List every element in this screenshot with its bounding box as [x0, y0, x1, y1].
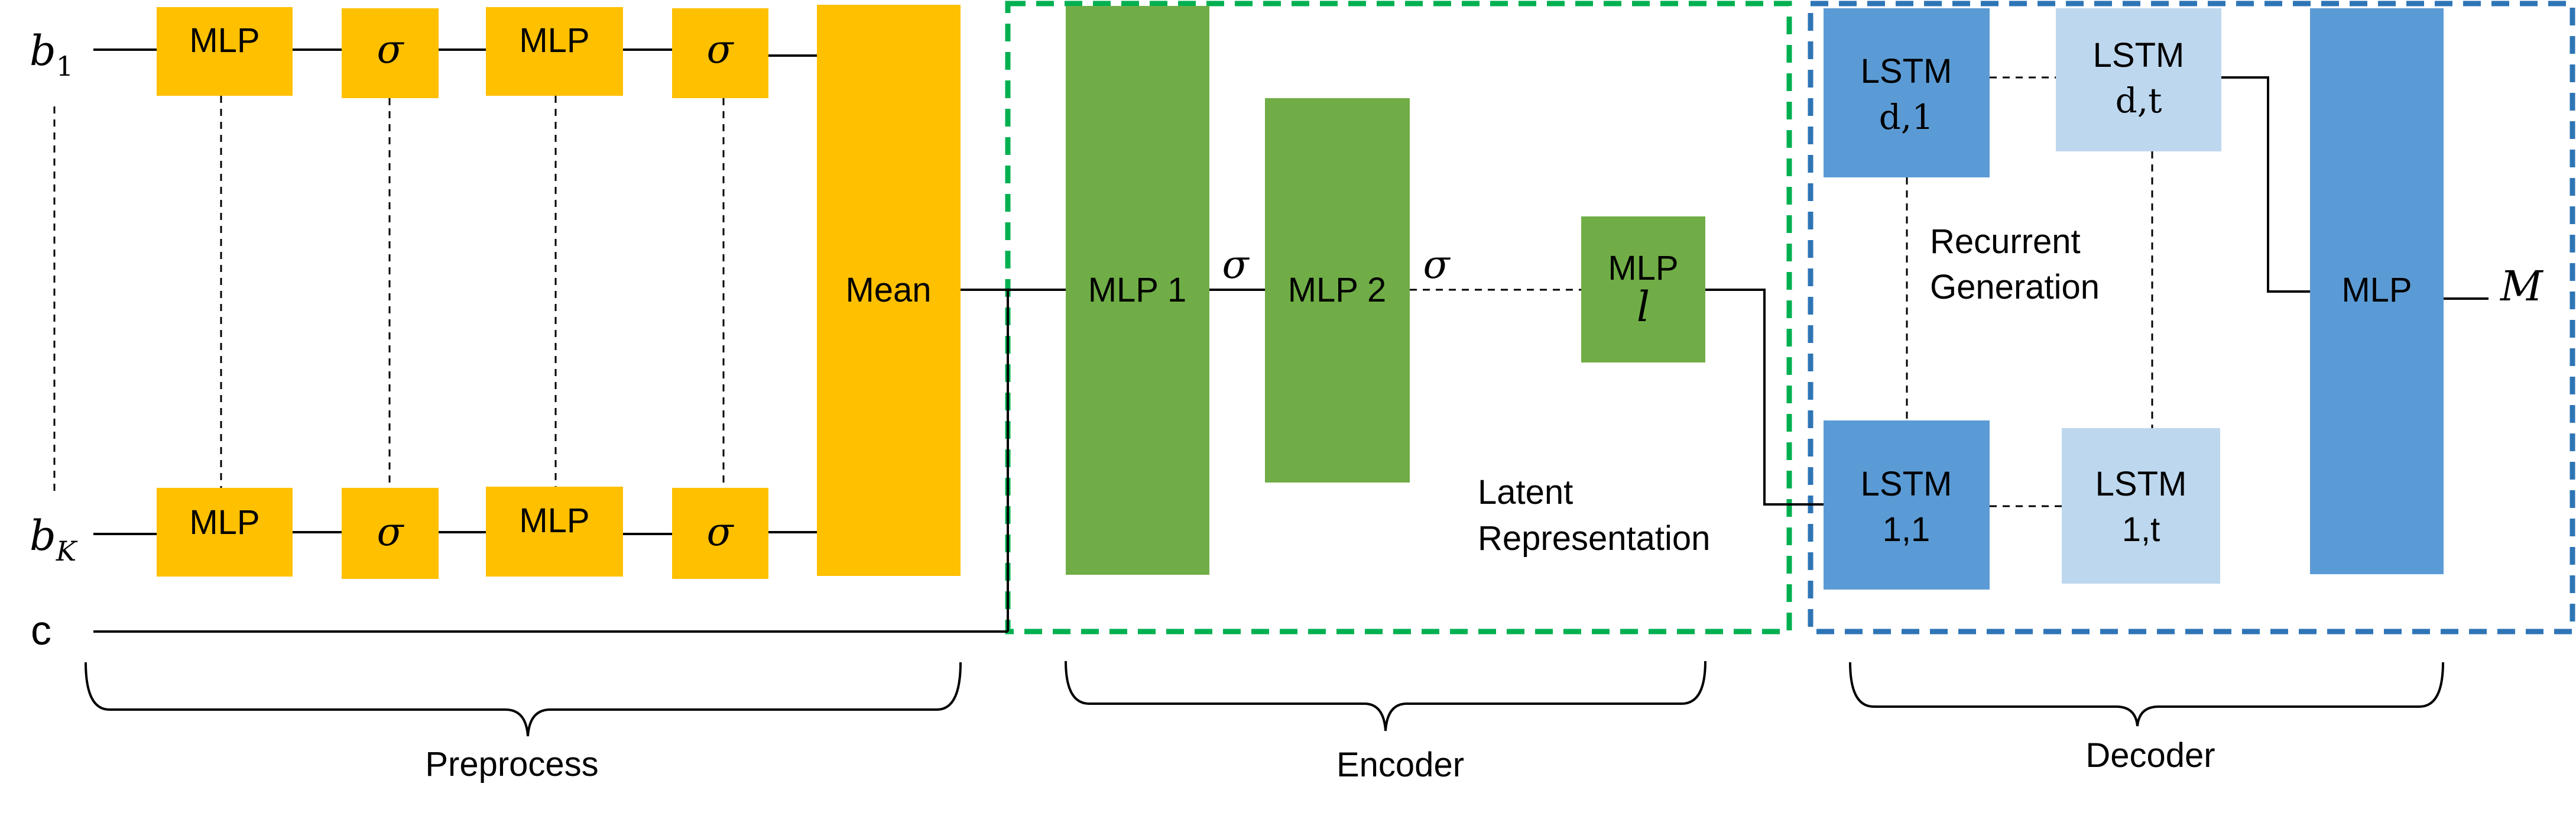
- input-bK-label: bK: [30, 511, 78, 567]
- decoder-lstm-d1-index: d,1: [1879, 97, 1933, 137]
- decoder-lstm-1t-index: 1,t: [2122, 510, 2160, 549]
- decoder-brace: [1849, 662, 2444, 727]
- recurrent-generation-label-2: Generation: [1930, 268, 2100, 306]
- decoder-lstm-11-label: LSTM: [1861, 465, 1952, 503]
- encoder-sigma-2: σ: [1423, 242, 1451, 287]
- decoder-section-label: Decoder: [2085, 736, 2215, 775]
- preprocess-sigma-top-1-label: σ: [377, 27, 404, 72]
- preprocess-brace: [85, 662, 962, 737]
- encoder-mlp-l: [1581, 216, 1705, 362]
- encoder-sigma-1: σ: [1222, 242, 1250, 287]
- decoder-lstm-11-index: 1,1: [1883, 510, 1931, 549]
- encoder-brace: [1065, 661, 1706, 731]
- preprocess-sigma-bottom-2-label: σ: [706, 509, 734, 555]
- preprocess-section-label: Preprocess: [425, 745, 598, 784]
- preprocess-mean-label: Mean: [845, 271, 931, 309]
- preprocess-mlp-bottom-2: [486, 487, 623, 577]
- encoder-mlp2-label: MLP 2: [1288, 271, 1387, 309]
- preprocess-sigma-top-2-label: σ: [706, 27, 734, 72]
- input-c-label: c: [31, 607, 51, 653]
- output-m-label: M: [2499, 262, 2544, 310]
- latent-representation-label-2: Representation: [1478, 519, 1710, 558]
- encoder-section-label: Encoder: [1336, 746, 1464, 784]
- recurrent-generation-label: Recurrent: [1930, 222, 2081, 261]
- decoder-lstm-11: [1824, 420, 1990, 590]
- decoder-lstm-1t: [2062, 428, 2220, 584]
- preprocess-mean: [817, 5, 961, 576]
- decoder-lstm-dt: [2056, 8, 2221, 151]
- preprocess-mlp-top-1-label: MLP: [189, 21, 259, 60]
- latent-to-decoder-connector: [1705, 289, 1824, 506]
- input-b1-label: b1: [30, 27, 73, 82]
- encoder-mlp2: [1265, 98, 1410, 483]
- encoder-mlp1-label: MLP 1: [1088, 271, 1187, 309]
- decoder-frame: [1808, 1, 2575, 634]
- decoder-lstm-d1-label: LSTM: [1861, 52, 1952, 90]
- preprocess-mlp-bottom-1: [157, 488, 293, 577]
- preprocess-sigma-top-2: [672, 8, 768, 98]
- decoder-mlp-label: MLP: [2341, 271, 2412, 309]
- preprocess-mlp-bottom-1-label: MLP: [189, 503, 259, 542]
- decoder-mlp: [2310, 8, 2444, 574]
- encoder-mlp1: [1066, 6, 1209, 575]
- lstm-to-mlp-connector: [2221, 76, 2310, 293]
- encoder-mlp-l-label: MLP: [1608, 249, 1678, 287]
- preprocess-mlp-bottom-2-label: MLP: [519, 501, 589, 540]
- decoder-lstm-d1: [1824, 8, 1990, 177]
- decoder-lstm-dt-index: d,t: [2116, 80, 2162, 121]
- preprocess-sigma-bottom-1-label: σ: [377, 509, 404, 555]
- preprocess-mlp-top-1: [157, 7, 293, 96]
- preprocess-sigma-top-1: [342, 8, 439, 98]
- latent-representation-label: Latent: [1478, 473, 1573, 511]
- preprocess-sigma-bottom-2: [672, 488, 768, 579]
- decoder-lstm-dt-label: LSTM: [2093, 36, 2185, 75]
- preprocess-mlp-top-2-label: MLP: [519, 21, 589, 60]
- preprocess-mlp-top-2: [486, 7, 623, 96]
- preprocess-sigma-bottom-1: [342, 488, 439, 579]
- encoder-mlp-l-index: l: [1637, 283, 1650, 331]
- decoder-lstm-1t-label: LSTM: [2095, 465, 2187, 503]
